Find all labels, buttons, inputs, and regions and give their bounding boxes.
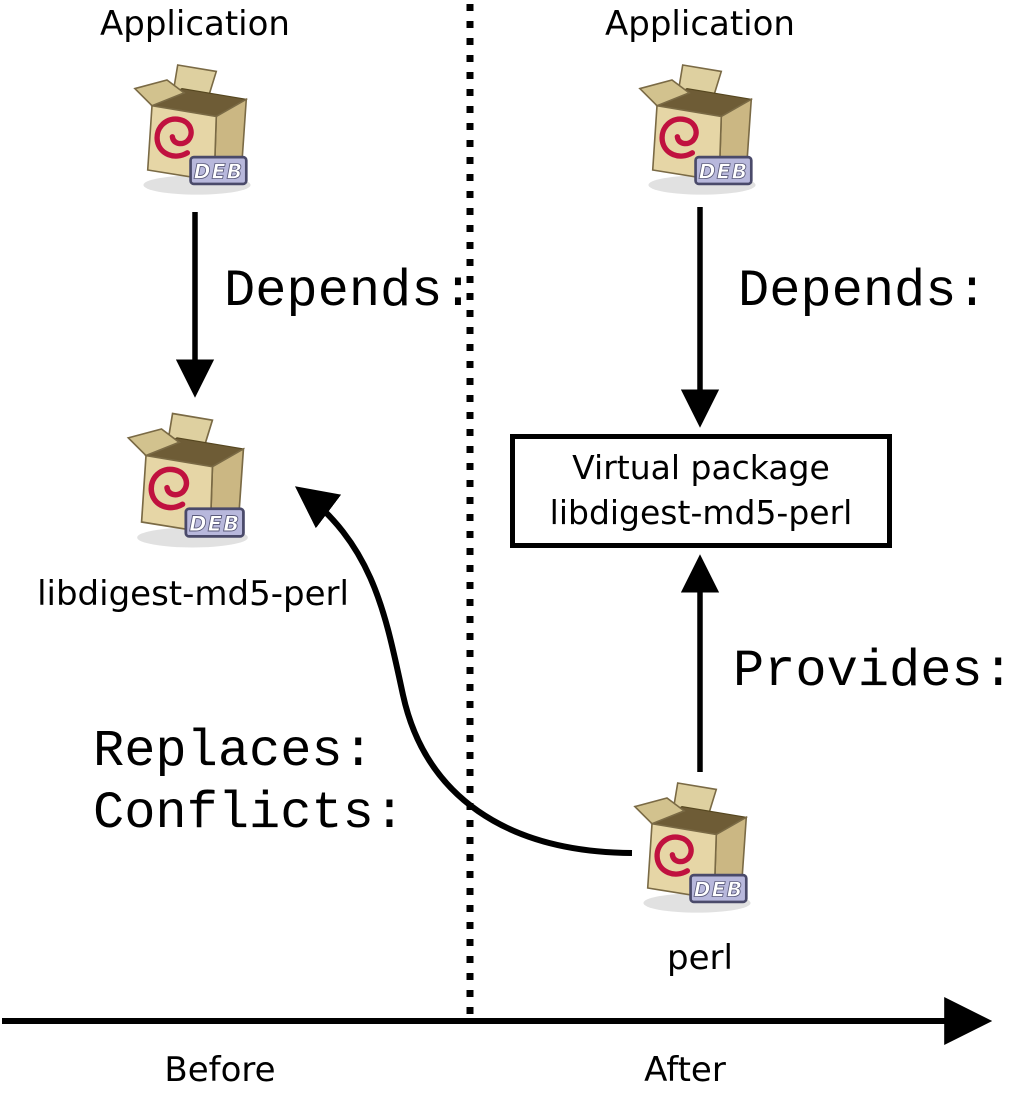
libdigest-package-label: libdigest-md5-perl xyxy=(37,574,349,614)
replaces-label: Replaces: xyxy=(93,722,374,781)
timeline-after-label: After xyxy=(644,1050,726,1090)
application-label-right: Application xyxy=(605,4,795,44)
provides-label: Provides: xyxy=(733,642,1014,701)
timeline-before-label: Before xyxy=(164,1050,276,1090)
virtual-package-line1: Virtual package xyxy=(572,448,830,488)
depends-label-right: Depends: xyxy=(738,262,988,321)
deb-package-icon-application-right xyxy=(627,50,777,200)
deb-package-icon-application-left xyxy=(122,50,272,200)
virtual-package-line2: libdigest-md5-perl xyxy=(549,493,853,532)
conflicts-label: Conflicts: xyxy=(93,784,406,843)
virtual-package-box: Virtual package libdigest-md5-perl xyxy=(510,434,892,548)
deb-package-icon-perl xyxy=(622,768,772,918)
depends-label-left: Depends: xyxy=(224,262,474,321)
perl-package-label: perl xyxy=(667,938,733,978)
application-label-left: Application xyxy=(100,4,290,44)
deb-package-icon-libdigest xyxy=(115,398,270,553)
